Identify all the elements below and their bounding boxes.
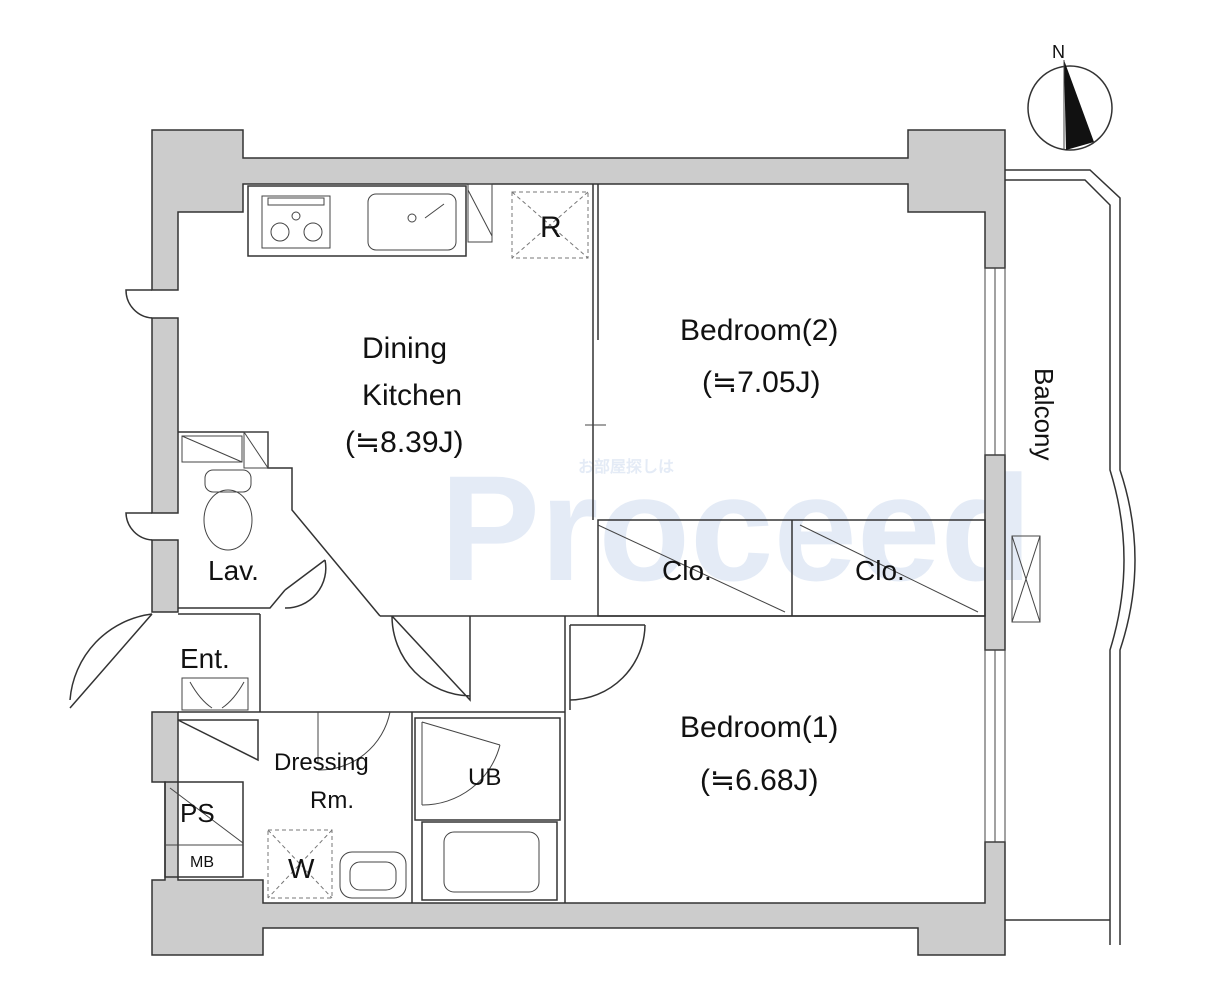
compass: N: [1027, 42, 1113, 151]
toilet-icon: [203, 469, 253, 551]
lavatory-label: Lav.: [208, 555, 259, 586]
door-dining: [391, 615, 471, 702]
wall-top: [151, 129, 1006, 291]
exterior-walls: [151, 129, 1006, 956]
balcony: Balcony: [1005, 169, 1136, 945]
kitchen-counter: [247, 185, 467, 257]
bedroom1-label: Bedroom(1): [680, 711, 838, 744]
north-arrow-icon: [1064, 60, 1094, 150]
door-dk-left: [125, 289, 153, 319]
washbasin-icon: [339, 851, 407, 899]
dk-size-label: (≒8.39J): [345, 426, 464, 459]
door-lavatory: [284, 559, 327, 609]
watermark-text: Proceed: [440, 444, 1032, 612]
room-labels: Dining Kitchen (≒8.39J) Bedroom(2) (≒7.0…: [180, 211, 905, 884]
compass-circle: [1027, 65, 1113, 151]
pipe-space-label: PS: [180, 798, 215, 828]
entrance-label: Ent.: [180, 643, 230, 674]
wall-left-middle: [151, 539, 179, 613]
dressing-label-line1: Dressing: [274, 749, 369, 776]
refrigerator-space: [511, 191, 589, 259]
dk-label-line2: Kitchen: [362, 379, 462, 412]
balcony-label: Balcony: [1029, 368, 1059, 461]
dk-label-line1: Dining: [362, 332, 447, 365]
bedroom1-size-label: (≒6.68J): [700, 764, 819, 797]
door-lav-left: [125, 512, 153, 541]
door-dressing: [317, 711, 391, 771]
entrance-door: [69, 613, 153, 709]
unit-bath-shower: [414, 717, 561, 821]
bathtub: [421, 821, 558, 901]
interior-walls: [164, 184, 986, 903]
balcony-outdoor-unit: [1011, 535, 1041, 623]
pipe-space-box: [164, 781, 244, 878]
meter-box-label: MB: [190, 854, 214, 871]
doors: [69, 289, 646, 806]
closet-right-label: Clo.: [855, 555, 905, 586]
compass-north-label: N: [1052, 42, 1065, 62]
washer-space: [267, 829, 333, 899]
refrigerator-label: R: [540, 211, 562, 244]
closet-left-label: Clo.: [662, 555, 712, 586]
wall-right-middle: [984, 454, 1006, 651]
bedroom2-label: Bedroom(2): [680, 314, 838, 347]
bedroom2-size-label: (≒7.05J): [702, 366, 821, 399]
wall-left-upper: [151, 317, 179, 514]
watermark: Proceed お部屋探しは: [440, 444, 1032, 612]
watermark-subtext: お部屋探しは: [578, 457, 674, 476]
washer-label: W: [288, 853, 315, 884]
stove-icon: [261, 195, 331, 249]
dressing-label-line2: Rm.: [310, 787, 354, 814]
windows: [984, 267, 1006, 843]
door-bedroom1: [569, 624, 646, 710]
wall-bottom: [151, 711, 1006, 956]
door-unit-bath: [421, 721, 501, 806]
sink-icon: [367, 193, 457, 251]
fixtures: [189, 183, 589, 899]
unit-bath-label: UB: [468, 764, 501, 791]
